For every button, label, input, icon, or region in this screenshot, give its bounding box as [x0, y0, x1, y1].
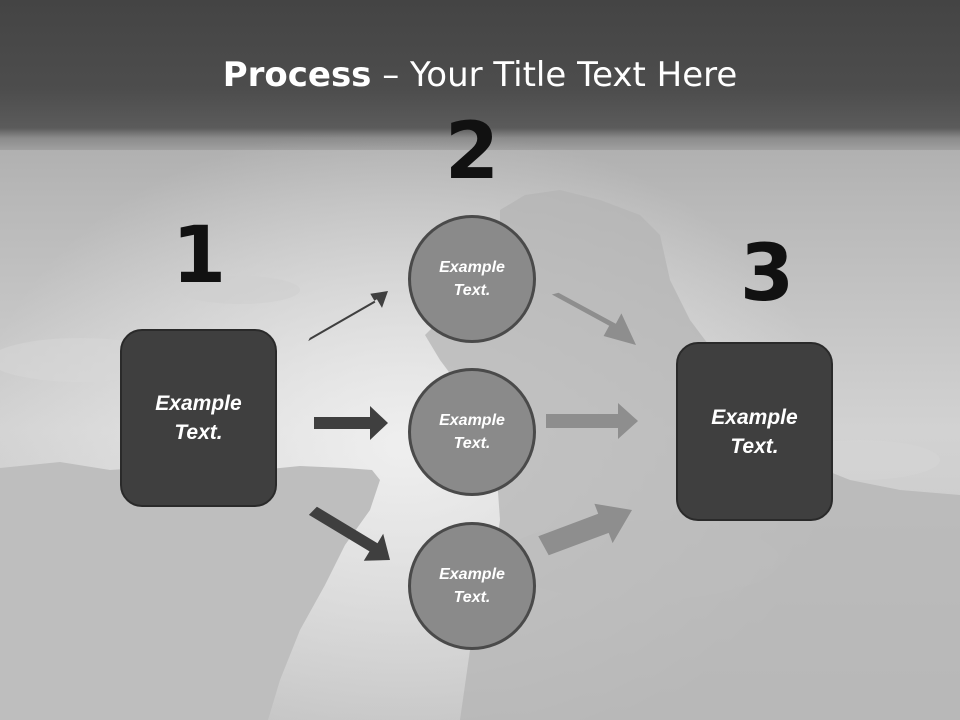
step-2-circle-1-text: Example Text. — [439, 259, 505, 299]
arrow-2c-to-3 — [538, 503, 632, 556]
step-3-text: Example Text. — [711, 405, 798, 458]
step-number-3: 3 — [739, 229, 795, 319]
step-2-circle-1: Example Text. — [408, 215, 536, 343]
arrow-1-to-2a — [308, 291, 388, 342]
arrows-stage-1 — [308, 291, 390, 561]
step-number-1: 1 — [171, 211, 227, 301]
step-2-circle-2-text: Example Text. — [439, 412, 505, 452]
arrow-1-to-2b — [314, 406, 388, 440]
step-3-box: Example Text. — [676, 342, 833, 521]
arrow-1-to-2c — [308, 506, 390, 561]
title-rest: – Your Title Text Here — [371, 55, 738, 95]
arrow-2b-to-3 — [546, 403, 638, 439]
step-2-circle-2: Example Text. — [408, 368, 536, 496]
title-bold: Process — [222, 55, 372, 95]
left-cliff — [0, 462, 380, 720]
arrow-2a-to-3 — [551, 292, 636, 345]
slide-title: Process – Your Title Text Here — [0, 52, 960, 98]
step-2-circle-3: Example Text. — [408, 522, 536, 650]
step-2-circle-3-text: Example Text. — [439, 566, 505, 606]
step-1-box: Example Text. — [120, 329, 277, 507]
arrows-stage-2 — [538, 292, 638, 556]
title-bar — [0, 0, 960, 150]
step-number-2: 2 — [444, 107, 500, 197]
cloud — [180, 276, 300, 304]
step-1-text: Example Text. — [155, 392, 242, 444]
